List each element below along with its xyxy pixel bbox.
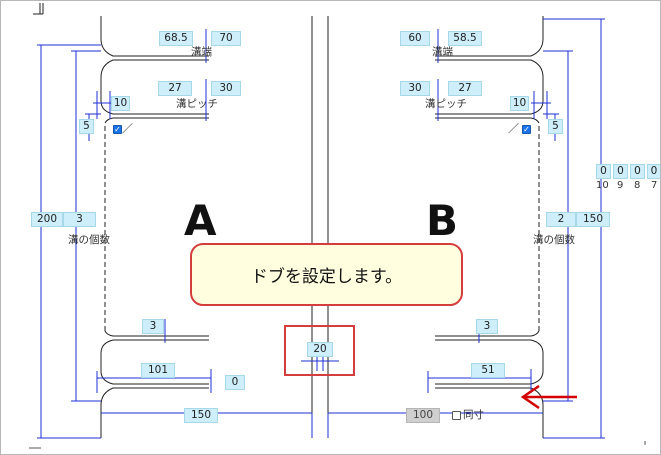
instruction-callout: ドブを設定します。 — [190, 243, 463, 306]
a-pitch-label: 溝ピッチ — [176, 98, 218, 110]
a-top-right-input[interactable]: 70 — [211, 31, 241, 46]
callout-text: ドブを設定します。 — [250, 267, 403, 287]
b-pitch-right-input[interactable]: 27 — [448, 81, 482, 96]
a-height-input[interactable]: 200 — [31, 212, 63, 227]
readout-label-2: 9 — [617, 180, 624, 191]
readout-box-3[interactable]: 0 — [630, 164, 645, 179]
b-pitch-left-input[interactable]: 30 — [400, 81, 430, 96]
readout-box-4[interactable]: 0 — [647, 164, 660, 179]
b-top-left-input[interactable]: 60 — [400, 31, 430, 46]
readout-label-4: 7 — [651, 180, 658, 191]
b-count-label: 溝の個数 — [533, 234, 575, 246]
b-pitch-label: 溝ピッチ — [425, 98, 467, 110]
readout-label-3: 8 — [634, 180, 641, 191]
b-count-input[interactable]: 2 — [546, 212, 576, 227]
a-small-width-input[interactable]: 10 — [111, 96, 130, 111]
a-top-left-input[interactable]: 68.5 — [159, 31, 193, 46]
a-bottom-length-input[interactable]: 101 — [141, 363, 175, 378]
a-top-label: 溝端 — [191, 46, 212, 58]
b-bottom-length-input[interactable]: 51 — [471, 363, 505, 378]
gap-highlight-box — [284, 325, 355, 376]
b-top-label: 溝端 — [432, 46, 453, 58]
panel-b-letter: B — [426, 196, 459, 245]
a-side-checkbox[interactable]: ✓ — [113, 125, 122, 134]
a-count-input[interactable]: 3 — [63, 212, 96, 227]
a-pitch-right-input[interactable]: 30 — [211, 81, 241, 96]
red-arrow-icon — [520, 384, 577, 410]
a-count-label: 溝の個数 — [68, 234, 110, 246]
b-width-input[interactable]: 100 — [406, 408, 440, 423]
b-side-input[interactable]: 5 — [548, 119, 563, 134]
a-bottom-offset-input[interactable]: 0 — [225, 375, 245, 390]
panel-b-outline — [327, 16, 544, 438]
b-same-size-label: 同寸 — [463, 409, 484, 421]
a-slash-icon: ／ — [122, 122, 133, 135]
readout-box-2[interactable]: 0 — [613, 164, 628, 179]
gap-input[interactable]: 20 — [307, 342, 333, 357]
a-width-input[interactable]: 150 — [184, 408, 218, 423]
b-top-right-input[interactable]: 58.5 — [448, 31, 482, 46]
b-height-input[interactable]: 150 — [576, 212, 610, 227]
b-side-checkbox[interactable]: ✓ — [522, 125, 531, 134]
readout-label-1: 10 — [596, 180, 609, 191]
corner-marker — [33, 3, 44, 15]
panel-a-letter: A — [184, 196, 217, 245]
b-same-size-checkbox[interactable] — [452, 411, 461, 420]
a-side-input[interactable]: 5 — [79, 119, 94, 134]
b-bottom-slot-input[interactable]: 3 — [476, 319, 498, 334]
a-bottom-slot-input[interactable]: 3 — [142, 319, 164, 334]
a-pitch-left-input[interactable]: 27 — [158, 81, 192, 96]
readout-box-1[interactable]: 0 — [596, 164, 611, 179]
b-slash-icon: ／ — [508, 122, 519, 135]
b-small-width-input[interactable]: 10 — [510, 96, 529, 111]
